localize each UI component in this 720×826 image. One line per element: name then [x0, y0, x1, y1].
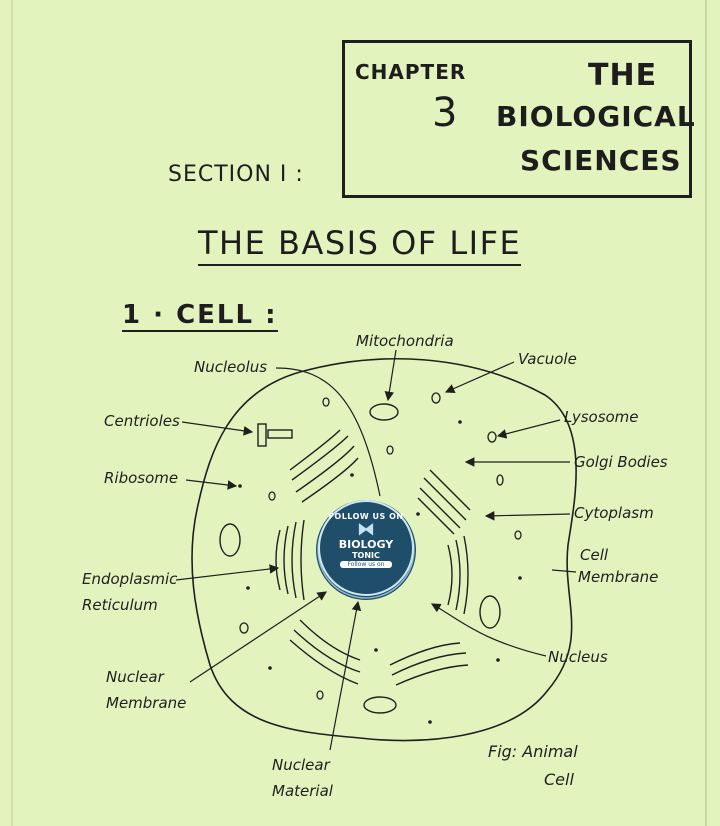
golgi-shape	[417, 469, 471, 535]
section-title: THE BASIS OF LIFE	[198, 224, 522, 266]
chapter-title-line-3: SCIENCES	[520, 144, 682, 177]
label-cell-membrane-line-1: Cell	[580, 546, 609, 564]
label-nuclear-material-line-1: Nuclear	[272, 756, 330, 774]
label-ribosome: Ribosome	[104, 469, 179, 487]
label-nuclear-membrane-line-2: Membrane	[106, 694, 187, 712]
watermark-top-text: FOLLOW US ON	[328, 512, 404, 521]
label-nuclear-membrane-line-1: Nuclear	[106, 668, 164, 686]
label-lysosome: Lysosome	[564, 408, 639, 426]
watermark-badge: FOLLOW US ON ⧓ BIOLOGY TONIC Follow us o…	[318, 500, 414, 596]
watermark-brand-2: TONIC	[352, 551, 380, 560]
chapter-title-line-2: BIOLOGICAL	[496, 100, 696, 133]
mitochondrion-left	[219, 523, 241, 557]
section-label: SECTION I :	[168, 162, 304, 187]
watermark-brand-1: BIOLOGY	[338, 538, 394, 551]
figure-caption-line-1: Fig: Animal	[488, 742, 578, 761]
label-pointers	[175, 349, 577, 751]
small-organelles	[239, 392, 522, 700]
label-nucleolus: Nucleolus	[194, 358, 268, 376]
label-er-line-1: Endoplasmic	[82, 570, 178, 588]
figure-caption-line-2: Cell	[544, 770, 574, 789]
label-centrioles: Centrioles	[104, 412, 180, 430]
chapter-word: CHAPTER	[355, 60, 467, 84]
er-left-folds	[275, 519, 305, 601]
mitochondrion-top	[369, 403, 399, 421]
label-golgi-bodies: Golgi Bodies	[574, 453, 668, 471]
er-top-folds	[289, 429, 359, 503]
label-er-line-2: Reticulum	[82, 596, 158, 614]
label-cell-membrane-line-2: Membrane	[578, 568, 659, 586]
label-mitochondria: Mitochondria	[356, 332, 454, 350]
topic-heading: 1 · CELL :	[122, 300, 278, 332]
cell-membrane-shape	[191, 358, 577, 742]
chapter-box	[342, 40, 692, 198]
dna-icon: ⧓	[357, 519, 375, 540]
chapter-number: 3	[432, 90, 458, 136]
label-cytoplasm: Cytoplasm	[574, 504, 654, 522]
label-vacuole: Vacuole	[518, 350, 577, 368]
label-nucleus: Nucleus	[548, 648, 608, 666]
mitochondrion-bottom	[363, 696, 397, 714]
mitochondrion-right	[479, 595, 501, 629]
ribosome-dots	[238, 420, 522, 724]
watermark-small-text: Follow us on	[340, 561, 392, 568]
chapter-title-line-1: THE	[588, 58, 658, 93]
centrioles-shape	[257, 423, 293, 447]
er-bottom-folds	[289, 619, 361, 685]
golgi-lower-shape	[389, 642, 469, 686]
label-nuclear-material-line-2: Material	[272, 782, 333, 800]
er-right-folds	[447, 535, 469, 615]
